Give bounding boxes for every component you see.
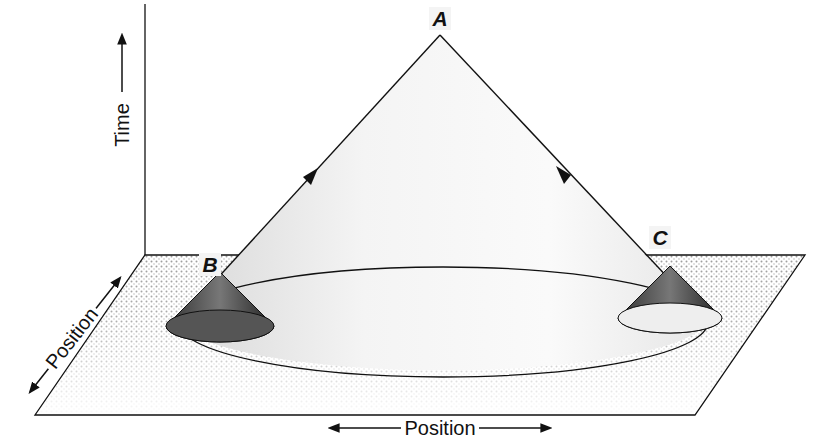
axis-label: Position	[401, 418, 478, 438]
time-axis	[144, 4, 145, 255]
small-cone-b-base	[166, 310, 274, 342]
point-label: C	[649, 226, 670, 249]
small-cone-b	[166, 272, 274, 342]
cone-edge-left	[214, 35, 440, 282]
position-arrow-depth	[30, 278, 120, 392]
cone-edge-right	[440, 35, 672, 282]
small-cone-c-base	[618, 303, 722, 333]
ray-arrow-right	[556, 166, 571, 184]
point-label: A	[429, 7, 450, 30]
time-arrow	[121, 35, 123, 92]
axis-label: Time	[112, 100, 132, 150]
small-cone-c	[618, 266, 722, 333]
ray-arrow-left	[303, 168, 318, 185]
point-label: B	[199, 253, 220, 276]
